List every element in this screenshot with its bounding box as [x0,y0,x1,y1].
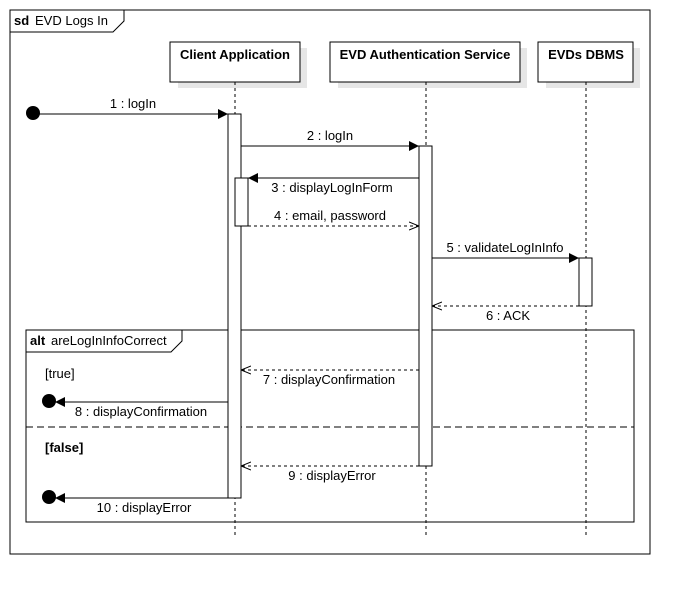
message-label: 8 : displayConfirmation [75,404,207,419]
message-label: 6 : ACK [486,308,530,323]
message-8: 8 : displayConfirmation [42,394,228,419]
message-6: 6 : ACK [432,306,579,323]
activation-client-nested [234,177,249,227]
frame-keyword: sd [14,13,29,28]
participant-label: EVD Authentication Service [340,47,511,62]
guard-true: [true] [45,366,75,381]
lost-message-dot [42,394,56,408]
participant-authentication-service: EVD Authentication Service [329,41,527,88]
message-label: 1 : logIn [110,96,156,111]
alt-keyword: alt [30,333,46,348]
message-label: 2 : logIn [307,128,353,143]
activation-auth [418,145,433,467]
message-label: 7 : displayConfirmation [263,372,395,387]
frame-title: EVD Logs In [35,13,108,28]
message-10: 10 : displayError [42,490,228,515]
message-label: 9 : displayError [288,468,376,483]
alt-condition: areLogInInfoCorrect [51,333,167,348]
message-7: 7 : displayConfirmation [241,370,419,387]
frame-label-tab [10,10,125,33]
message-9: 9 : displayError [241,466,419,483]
message-3: 3 : displayLogInForm [248,173,419,195]
lost-message-dot [42,490,56,504]
message-2: 2 : logIn [241,128,419,151]
alt-label-tab [26,330,183,353]
participant-client-application: Client Application [169,41,307,88]
diagram-frame: sd EVD Logs In [9,9,651,555]
found-message-dot [26,106,40,120]
activation-dbms [578,257,593,307]
message-label: 10 : displayError [97,500,192,515]
participant-label: EVDs DBMS [548,47,624,62]
message-1: 1 : logIn [26,96,228,120]
participant-label: Client Application [180,47,290,62]
message-5: 5 : validateLogInInfo [432,240,579,263]
alt-fragment: alt areLogInInfoCorrect [true] [false] [25,329,635,523]
message-4: 4 : email, password [248,208,419,226]
message-label: 5 : validateLogInInfo [446,240,563,255]
participant-evds-dbms: EVDs DBMS [537,41,640,88]
activation-client [227,113,242,499]
message-label: 4 : email, password [274,208,386,223]
message-label: 3 : displayLogInForm [271,180,392,195]
guard-false: [false] [45,440,83,455]
